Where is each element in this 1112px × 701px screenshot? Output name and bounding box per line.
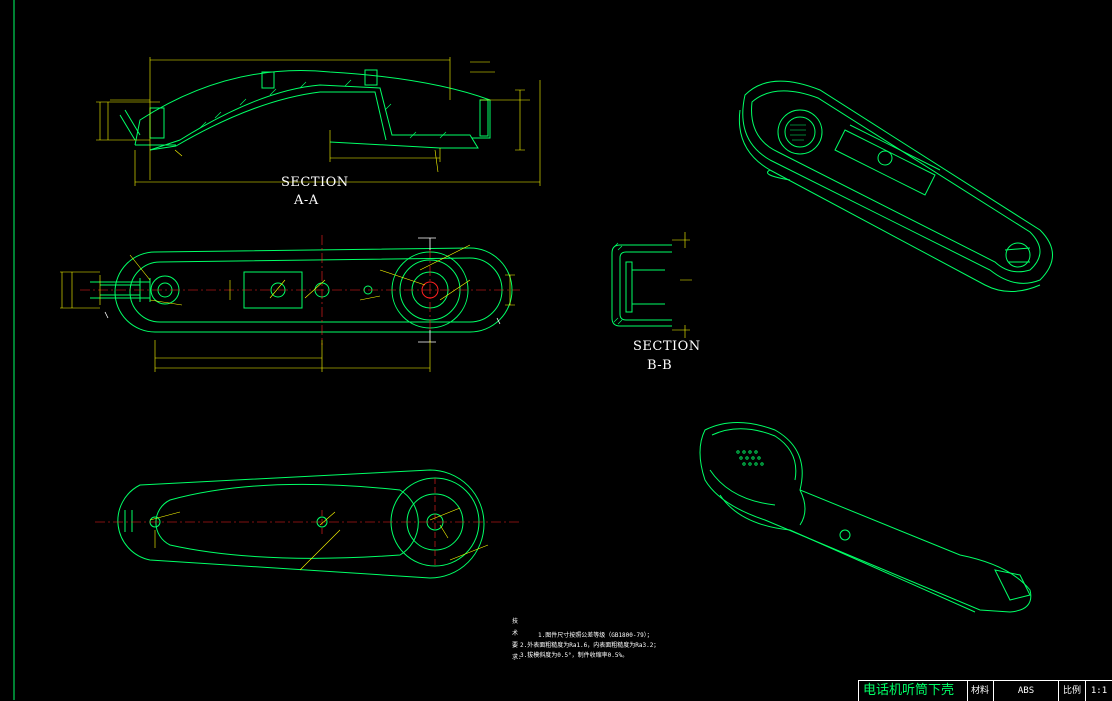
section-aa-view (96, 57, 541, 186)
scale-value: 1:1 (1086, 681, 1112, 701)
section-bb-view (611, 232, 692, 338)
bottom-view (95, 469, 520, 579)
isometric-view-bottom (699, 422, 1032, 613)
section-aa-title: SECTION (281, 175, 349, 190)
section-bb-label: B-B (647, 358, 673, 373)
note-line-1: 1.图件尺寸按照公差等级（GB1800-79）； (538, 632, 653, 639)
section-aa-label: A-A (294, 193, 319, 208)
title-block: 电话机听筒下壳 材料 ABS 比例 1:1 (858, 680, 1112, 701)
scale-label: 比例 (1059, 681, 1086, 701)
plan-view (60, 235, 520, 372)
note-line-3: 3.拔模斜度为0.5°，制件收缩率0.5%。 (520, 652, 629, 659)
section-bb-title: SECTION (633, 339, 701, 354)
isometric-view-top (738, 80, 1053, 292)
notes-heading: 技术要求: (512, 618, 522, 661)
title-block-title: 电话机听筒下壳 (859, 681, 968, 701)
material-value: ABS (994, 681, 1059, 701)
material-label: 材料 (967, 681, 994, 701)
note-line-2: 2.外表面粗糙度为Ra1.6，内表面粗糙度为Ra3.2； (520, 642, 660, 649)
